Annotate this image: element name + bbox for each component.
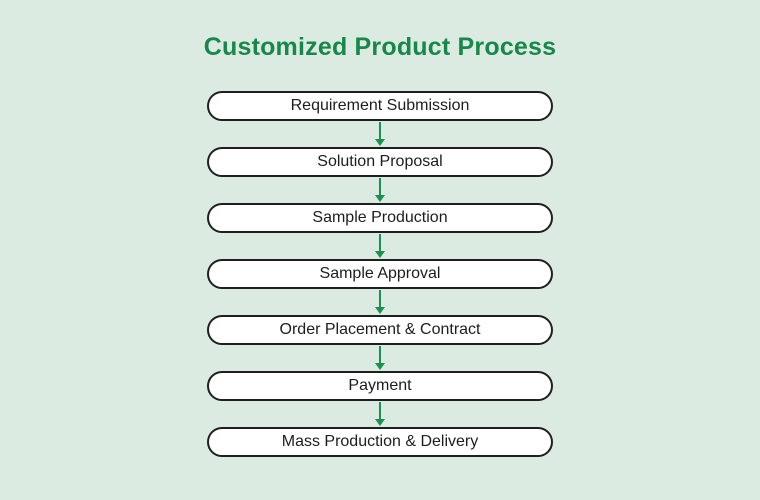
arrow-shaft — [379, 178, 381, 195]
flow-step-label: Requirement Submission — [290, 97, 470, 114]
down-arrow-icon — [374, 289, 386, 315]
arrow-head — [375, 139, 385, 146]
flow-step-label: Order Placement & Contract — [279, 321, 481, 338]
flow-step-label: Solution Proposal — [317, 153, 443, 170]
down-arrow-icon — [374, 401, 386, 427]
down-arrow-icon — [374, 233, 386, 259]
flow-step-mass-production-delivery: Mass Production & Delivery — [207, 427, 553, 457]
flow-step-label: Sample Production — [312, 209, 448, 226]
flow-step-label: Payment — [348, 377, 412, 394]
flow-step-label: Sample Approval — [319, 265, 441, 282]
flow-step-sample-production: Sample Production — [207, 203, 553, 233]
flow-step-payment: Payment — [207, 371, 553, 401]
page-title: Customized Product Process — [203, 33, 557, 61]
arrow-shaft — [379, 346, 381, 363]
flow-step-solution-proposal: Solution Proposal — [207, 147, 553, 177]
down-arrow-icon — [374, 121, 386, 147]
flow-step-label: Mass Production & Delivery — [281, 433, 479, 450]
flow-step-sample-approval: Sample Approval — [207, 259, 553, 289]
flow-step-requirement-submission: Requirement Submission — [207, 91, 553, 121]
flow-step-order-placement-contract: Order Placement & Contract — [207, 315, 553, 345]
arrow-head — [375, 307, 385, 314]
arrow-head — [375, 195, 385, 202]
process-flow: Requirement Submission Solution Proposal… — [207, 91, 553, 457]
arrow-shaft — [379, 402, 381, 419]
arrow-head — [375, 363, 385, 370]
arrow-head — [375, 251, 385, 258]
arrow-shaft — [379, 234, 381, 251]
arrow-shaft — [379, 122, 381, 139]
down-arrow-icon — [374, 177, 386, 203]
down-arrow-icon — [374, 345, 386, 371]
arrow-shaft — [379, 290, 381, 307]
arrow-head — [375, 419, 385, 426]
